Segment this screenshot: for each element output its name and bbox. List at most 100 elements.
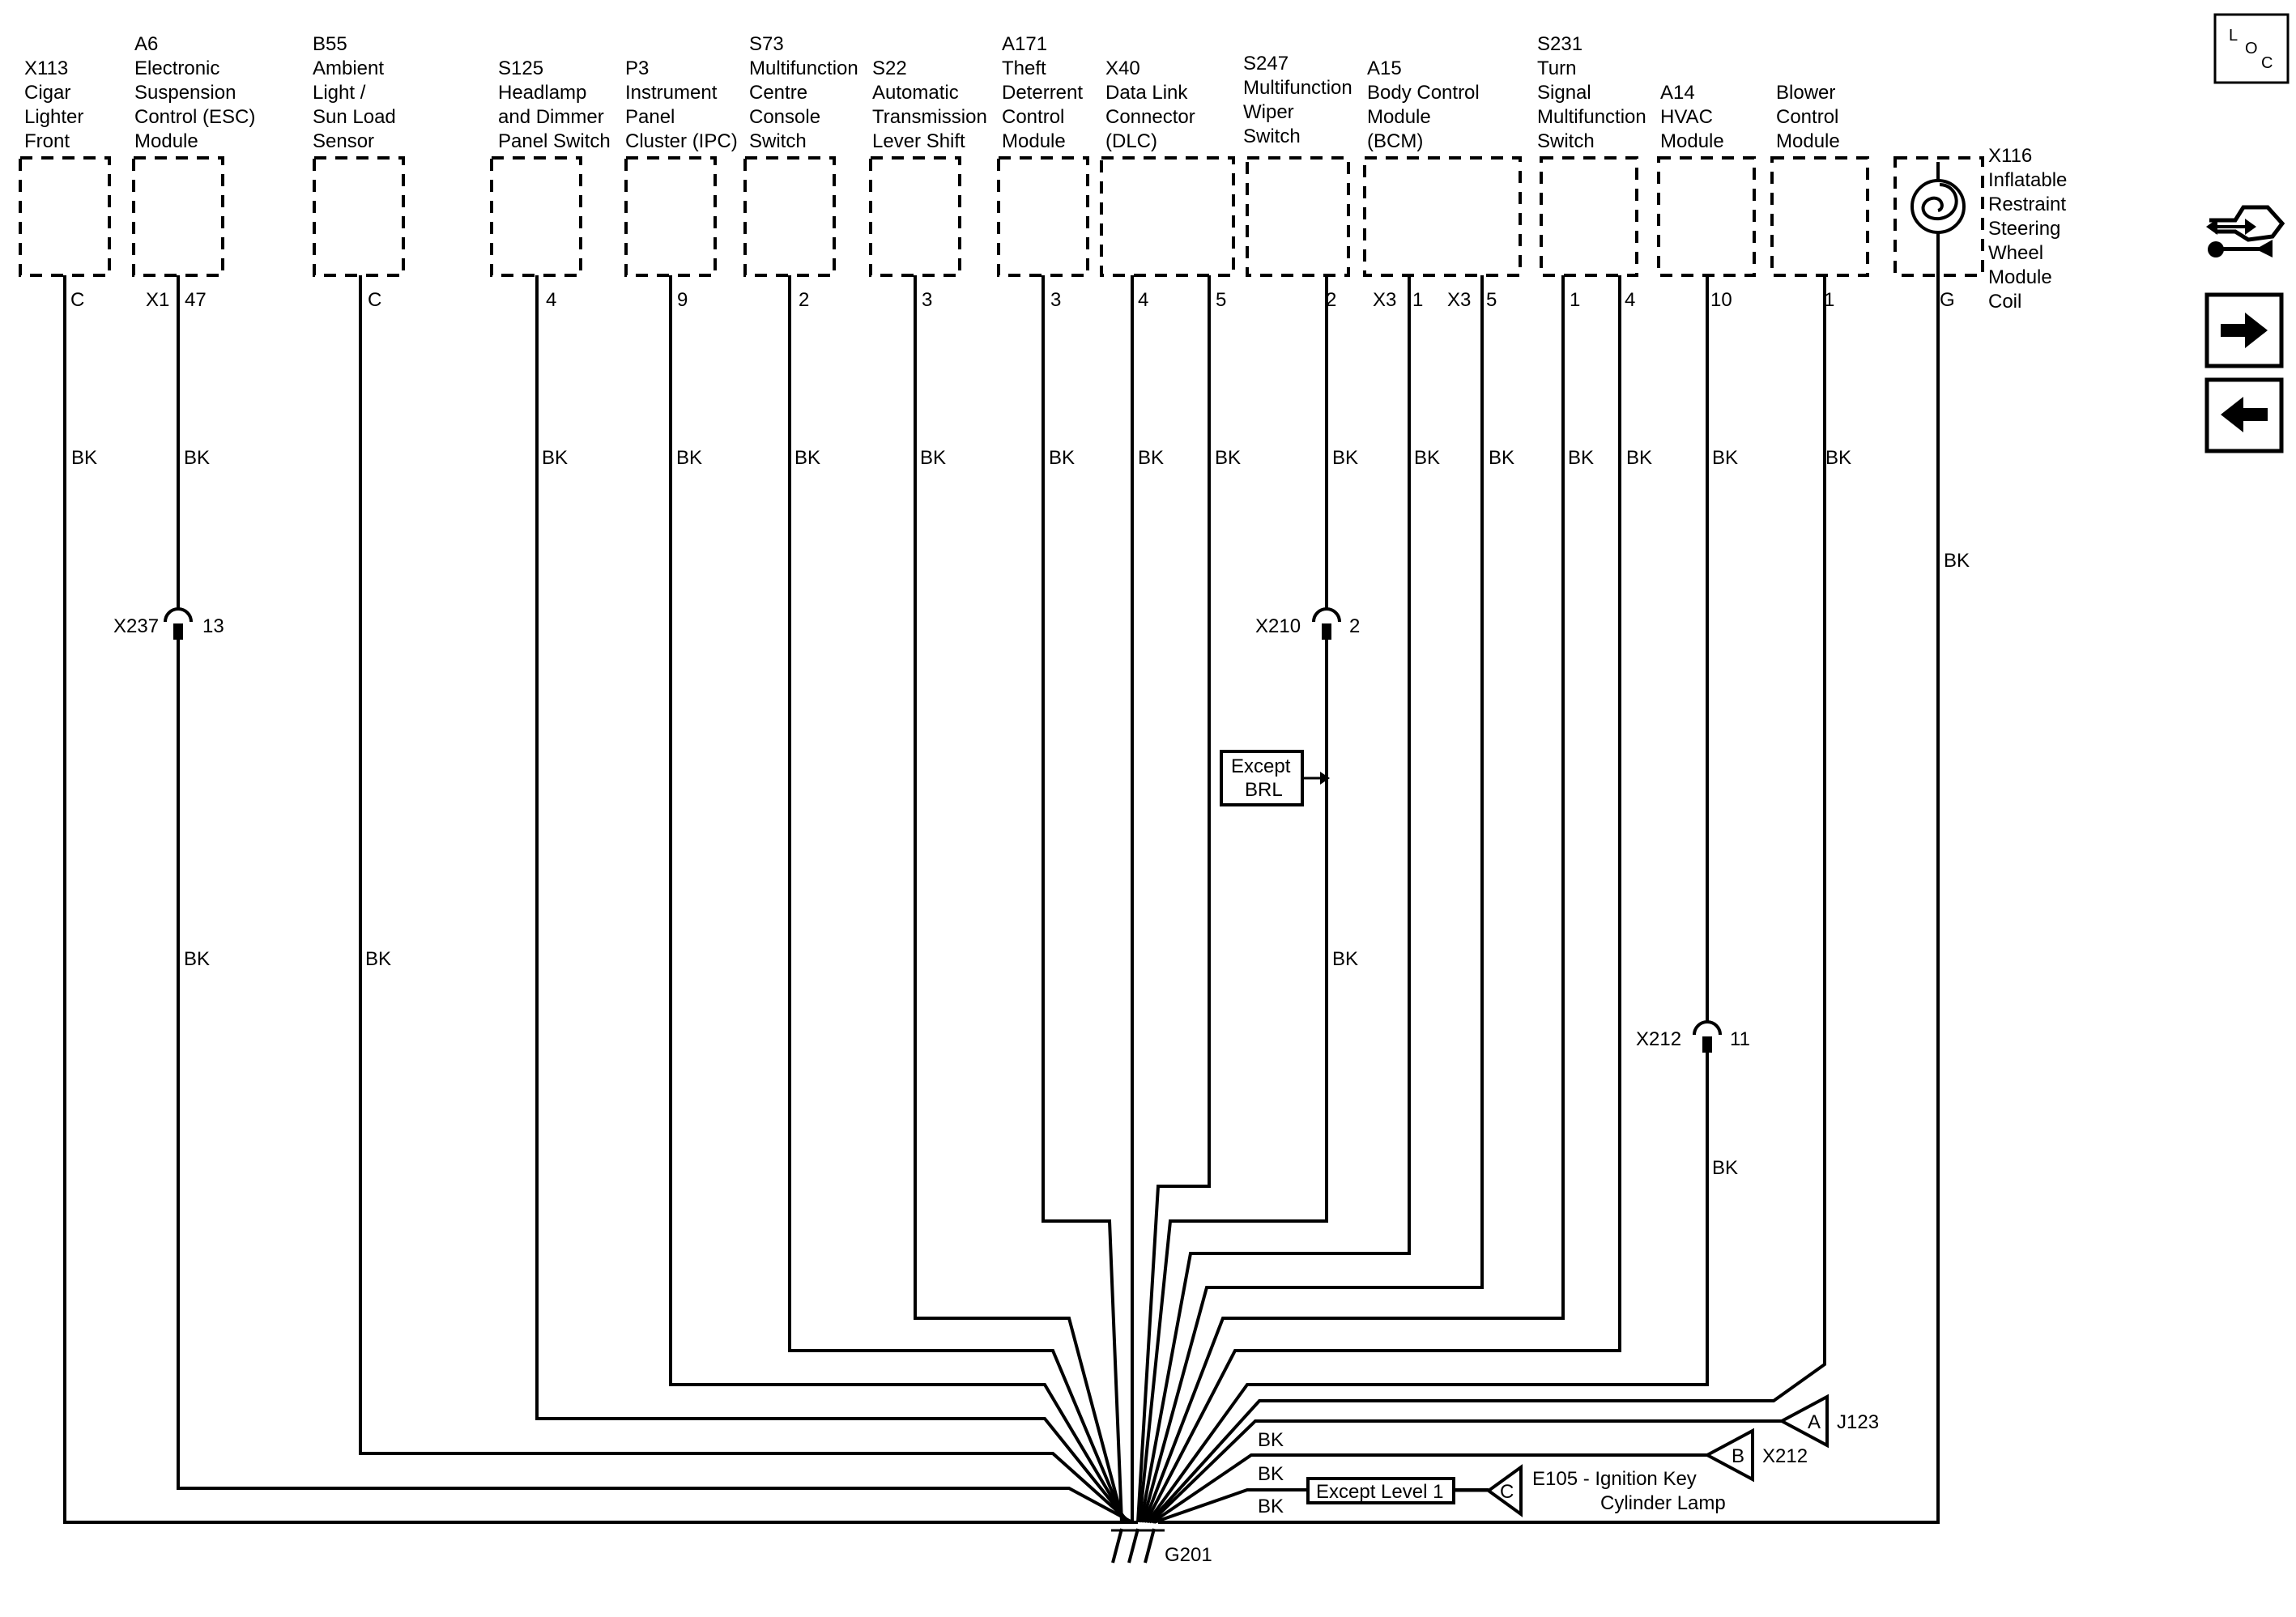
pin-label: 2 bbox=[1326, 289, 1336, 311]
previous-page-arrow-icon[interactable] bbox=[2204, 377, 2284, 453]
pin-label: 2 bbox=[799, 289, 809, 311]
wire-color-label: BK bbox=[365, 948, 391, 970]
pin-label: X3 bbox=[1447, 289, 1471, 311]
pin-label: 1 bbox=[1824, 289, 1834, 311]
connector-x210: X210 2 bbox=[1255, 607, 1360, 640]
s125-box bbox=[490, 156, 582, 277]
wire-color-label: BK bbox=[1568, 447, 1594, 469]
wire-color-label: BK bbox=[676, 447, 702, 469]
ground-label: G201 bbox=[1165, 1544, 1212, 1566]
wire-color-label: BK bbox=[794, 447, 820, 469]
wire-color-label: BK bbox=[920, 447, 946, 469]
x116-box bbox=[1893, 156, 1984, 277]
connector-label: X212 bbox=[1636, 1028, 1681, 1050]
connector-pin: 11 bbox=[1730, 1028, 1750, 1050]
ground-g201: G201 bbox=[1111, 1528, 1212, 1566]
x116-label: X116 Inflatable Restraint Steering Wheel… bbox=[1988, 145, 2072, 313]
s231-box bbox=[1540, 156, 1638, 277]
wire-color-label: BK bbox=[184, 948, 210, 970]
a171-box bbox=[997, 156, 1089, 277]
b55-box bbox=[313, 156, 405, 277]
wire-color-label: BK bbox=[1258, 1496, 1284, 1517]
connector-pin: 2 bbox=[1349, 615, 1360, 637]
wire-color-label: BK bbox=[1332, 948, 1358, 970]
loc-letter: L bbox=[2229, 27, 2238, 45]
wire-color-label: BK bbox=[1489, 447, 1514, 469]
pin-label: C bbox=[368, 289, 381, 311]
ref-label: E105 - Ignition Key bbox=[1532, 1468, 1697, 1490]
x40-box bbox=[1100, 156, 1235, 277]
wire-a15-5 bbox=[1141, 275, 1484, 1523]
wire-s247-lower bbox=[1138, 640, 1328, 1523]
clockspring-icon bbox=[1910, 162, 1966, 275]
connector-view-icon[interactable] bbox=[2206, 205, 2285, 257]
pin-labels: C X1 47 C 4 9 2 3 3 4 5 2 X3 1 X3 5 1 4 … bbox=[70, 289, 1955, 311]
nav-panel: L O C bbox=[2204, 13, 2290, 453]
blower-box bbox=[1770, 156, 1869, 277]
wire-a171 bbox=[1042, 275, 1123, 1523]
pin-label: G bbox=[1940, 289, 1955, 311]
loc-letter: O bbox=[2245, 40, 2258, 57]
connector-x212: X212 11 bbox=[1636, 1020, 1750, 1053]
option-except-brl: Except BRL bbox=[1220, 750, 1330, 806]
wire-x116 bbox=[1158, 275, 1940, 1524]
pin-label: X3 bbox=[1373, 289, 1396, 311]
ref-label: J123 bbox=[1837, 1411, 1879, 1433]
loc-button[interactable]: L O C bbox=[2213, 13, 2290, 84]
inline-connectors: X237 13 X210 2 X212 11 bbox=[113, 607, 1750, 1053]
wire-x40-5 bbox=[1136, 275, 1211, 1523]
x40-label: X40 Data Link Connector (DLC) bbox=[1105, 57, 1200, 152]
wire-s231-4 bbox=[1144, 275, 1621, 1523]
wire-s22 bbox=[914, 275, 1125, 1523]
ground-icon bbox=[1111, 1528, 1123, 1564]
p3-label: P3 Instrument Panel Cluster (IPC) bbox=[625, 57, 738, 152]
wire-s73 bbox=[788, 275, 1127, 1523]
wire-a15-1 bbox=[1139, 275, 1411, 1523]
wire-p3 bbox=[669, 275, 1128, 1524]
wire-color-label: BK bbox=[71, 447, 97, 469]
p3-box bbox=[624, 156, 717, 277]
wire-color-label: BK bbox=[1712, 1157, 1738, 1179]
a15-label: A15 Body Control Module (BCM) bbox=[1367, 57, 1485, 152]
wire-color-labels: BK BK BK BK BK BK BK BK BK BK BK BK BK B… bbox=[71, 447, 1970, 1517]
a15-box bbox=[1363, 156, 1522, 277]
pin-label: 5 bbox=[1486, 289, 1497, 311]
pin-label: 4 bbox=[1138, 289, 1148, 311]
option-line: BRL bbox=[1245, 779, 1283, 801]
wire-color-label: BK bbox=[1138, 447, 1164, 469]
pin-label: 3 bbox=[1050, 289, 1061, 311]
pin-label: 10 bbox=[1710, 289, 1732, 311]
wire-a14-lower bbox=[1146, 1053, 1709, 1524]
a6-label: A6 Electronic Suspension Control (ESC) M… bbox=[134, 33, 261, 152]
pin-label: 4 bbox=[1625, 289, 1635, 311]
wire-color-label: BK bbox=[1258, 1429, 1284, 1451]
ref-letter: C bbox=[1500, 1481, 1514, 1503]
connector-pin: 13 bbox=[202, 615, 224, 637]
a171-label: A171 Theft Deterrent Control Module bbox=[1002, 33, 1088, 152]
a6-box bbox=[132, 156, 224, 277]
pin-label: X1 bbox=[146, 289, 169, 311]
wire-color-label: BK bbox=[1258, 1463, 1284, 1485]
pin-label: 4 bbox=[546, 289, 556, 311]
connector-label: X210 bbox=[1255, 615, 1301, 637]
ref-letter: B bbox=[1732, 1445, 1744, 1467]
external-refs: A J123 B X212 C E105 - Ignition Key Cyli… bbox=[1485, 1394, 1879, 1517]
wire-s231-1 bbox=[1143, 275, 1565, 1523]
wire-color-label: BK bbox=[184, 447, 210, 469]
pin-label: 9 bbox=[677, 289, 688, 311]
component-boxes bbox=[19, 156, 1984, 277]
wire-x212-b bbox=[1151, 1453, 1707, 1524]
s247-label: S247 Multifunction Wiper Switch bbox=[1243, 53, 1357, 147]
next-page-arrow-icon[interactable] bbox=[2204, 292, 2284, 368]
s231-label: S231 Turn Signal Multifunction Switch bbox=[1537, 33, 1651, 152]
ref-label: Cylinder Lamp bbox=[1600, 1492, 1726, 1514]
wire-x113 bbox=[63, 275, 1138, 1524]
wire-color-label: BK bbox=[1414, 447, 1440, 469]
ref-letter: A bbox=[1808, 1411, 1821, 1433]
s22-label: S22 Automatic Transmission Lever Shift bbox=[872, 57, 992, 152]
option-line: Except Level 1 bbox=[1316, 1481, 1443, 1503]
s73-box bbox=[743, 156, 836, 277]
s247-box bbox=[1246, 156, 1350, 277]
wire-color-label: BK bbox=[1944, 550, 1970, 572]
a14-label: A14 HVAC Module bbox=[1660, 82, 1724, 152]
